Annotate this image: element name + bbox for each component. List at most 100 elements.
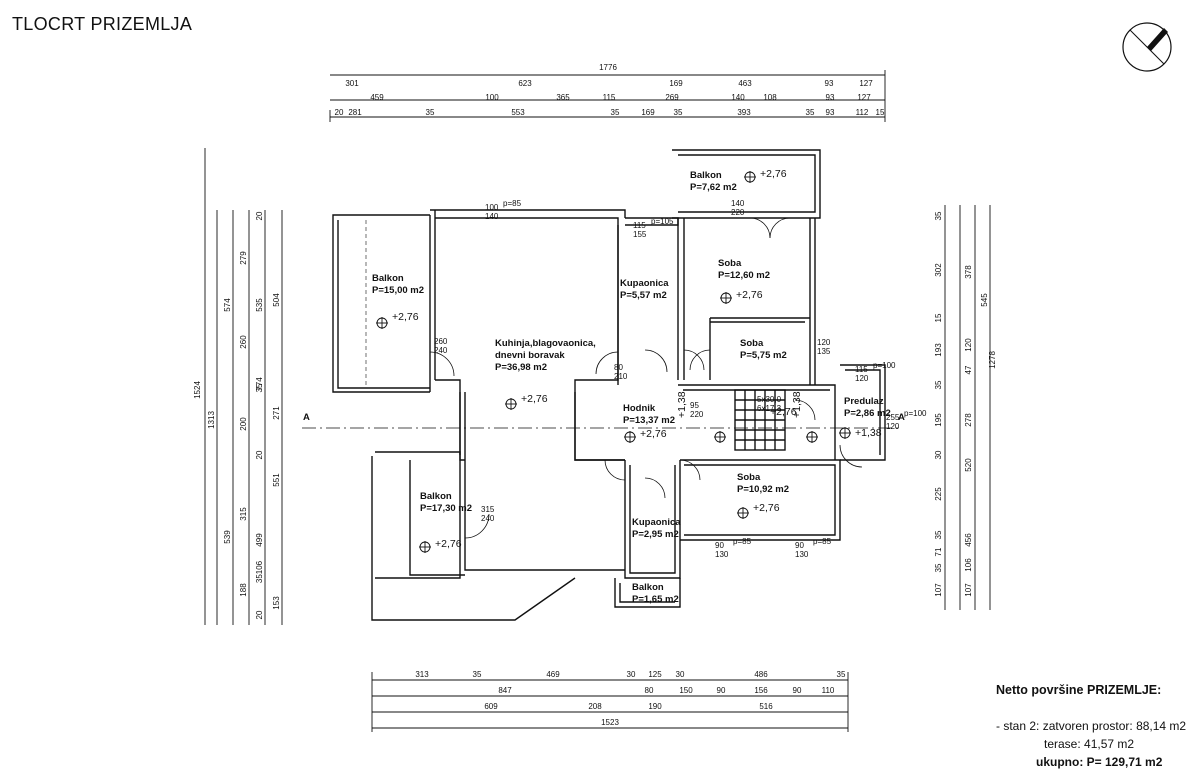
page-title: TLOCRT PRIZEMLJA: [12, 14, 193, 34]
dim-left-b: 188: [239, 583, 248, 597]
dim-left-e: 20: [255, 450, 264, 459]
summary-line-closed: - stan 2: zatvoren prostor: 88,14 m2: [996, 719, 1187, 733]
dim-top-row3: 169: [641, 108, 655, 117]
dim-total-left: 1524: [193, 381, 202, 399]
dim-right-b: 107: [964, 583, 973, 597]
room-area: P=7,62 m2: [690, 182, 737, 193]
opening-width: 95: [690, 401, 699, 410]
dim-top-row1: 623: [518, 79, 532, 88]
opening-width: 80: [614, 363, 623, 372]
opening-sill: p=100: [873, 361, 896, 370]
dim-bottom-row1: 30: [676, 670, 685, 679]
dim-bottom-row3: 609: [484, 702, 498, 711]
opening-height: 210: [614, 372, 628, 381]
dim-bottom-row2: 90: [793, 686, 802, 695]
dim-left-d: 271: [272, 406, 281, 420]
room-name: Soba: [718, 258, 742, 269]
dim-bottom-row3: 190: [648, 702, 662, 711]
dim-top-row2: 108: [763, 93, 777, 102]
level-label: +2,76: [770, 406, 797, 418]
dim-bottom-row1: 30: [627, 670, 636, 679]
dim-total-top: 1776: [599, 63, 617, 72]
dim-top-row1: 463: [738, 79, 752, 88]
opening-width: 90: [715, 541, 724, 550]
dim-right-b: 278: [964, 413, 973, 427]
opening-width: 115: [855, 365, 868, 374]
dim-sub-left: 1313: [207, 411, 216, 429]
dim-top-row3: 553: [511, 108, 525, 117]
dim-top-row3: 393: [737, 108, 751, 117]
dim-top-row2: 365: [556, 93, 570, 102]
room-name: Kuhinja,blagovaonica,: [495, 338, 596, 349]
opening-height: 130: [715, 550, 729, 559]
opening-width: 90: [795, 541, 804, 550]
dim-bottom-row1: 125: [648, 670, 662, 679]
dim-left-b: 279: [239, 251, 248, 265]
opening-width: 315: [481, 505, 495, 514]
room-name: Balkon: [420, 491, 452, 502]
dim-top-row3: 93: [826, 108, 835, 117]
opening-width: 120: [817, 338, 831, 347]
level-label: +2,76: [736, 289, 763, 301]
room-name: Balkon: [690, 170, 722, 181]
dim-top-row3: 20: [335, 108, 344, 117]
north-arrow-icon: [1122, 22, 1172, 72]
room-name: Kupaonica: [632, 517, 681, 528]
level-label: +2,76: [640, 428, 667, 440]
dim-top-row1: 169: [669, 79, 683, 88]
dim-left-a: 574: [223, 298, 232, 312]
room-name: Predulaz: [844, 396, 884, 407]
opening-height: 220: [731, 208, 745, 217]
room-area: P=13,37 m2: [623, 415, 675, 426]
section-marker-left: A: [303, 412, 310, 423]
room-name: Hodnik: [623, 403, 656, 414]
dim-top-row3: 35: [674, 108, 683, 117]
dim-top-row1: 301: [345, 79, 359, 88]
dim-bottom-row1: 35: [837, 670, 846, 679]
room-name: Soba: [737, 472, 761, 483]
dim-top-row1: 93: [825, 79, 834, 88]
opening-height: 120: [855, 374, 869, 383]
level-label: +1,38: [676, 391, 688, 418]
dim-top-row3: 35: [611, 108, 620, 117]
dim-bottom-row2: 847: [498, 686, 512, 695]
opening-height: 120: [886, 422, 900, 431]
level-label: +1,38: [855, 427, 882, 439]
dim-right-c: 545: [980, 293, 989, 307]
dim-bottom-row2: 110: [822, 686, 835, 695]
dim-bottom-row2: 90: [717, 686, 726, 695]
summary-line-terraces: terase: 41,57 m2: [1044, 737, 1135, 751]
dim-top-row2: 269: [665, 93, 679, 102]
dim-total-bottom: 1523: [601, 718, 619, 727]
dim-right-a: 35: [934, 211, 943, 220]
summary-line-total: ukupno: P= 129,71 m2: [1036, 755, 1163, 769]
level-label: +2,76: [753, 502, 780, 514]
dim-left-e: 35: [255, 383, 264, 392]
room-area: P=2,95 m2: [632, 529, 679, 540]
dim-right-b: 47: [964, 365, 973, 374]
dim-top-row2: 93: [826, 93, 835, 102]
dim-right-a: 193: [934, 343, 943, 357]
opening-sill: p=85: [733, 537, 752, 546]
dim-right-a: 302: [934, 263, 943, 277]
dim-left-c: 535: [255, 298, 264, 312]
stair-label: 6x17,3: [757, 404, 782, 413]
dim-bottom-row1: 35: [473, 670, 482, 679]
dim-bottom-row2: 156: [754, 686, 768, 695]
dim-top-row3: 112: [856, 108, 869, 117]
opening-height: 240: [434, 346, 448, 355]
level-label: +2,76: [521, 393, 548, 405]
dim-top-row3: 15: [876, 108, 885, 117]
level-label: +2,76: [392, 311, 419, 323]
room-area: P=1,65 m2: [632, 594, 679, 605]
area-summary: Netto površine PRIZEMLJE: - stan 2: zatv…: [996, 683, 1196, 769]
dim-right-a: 71: [934, 547, 943, 556]
room-area: P=17,30 m2: [420, 503, 472, 514]
dim-right-a: 195: [934, 413, 943, 427]
level-label: +2,76: [435, 538, 462, 550]
dim-right-a: 30: [934, 450, 943, 459]
dim-right-a: 35: [934, 380, 943, 389]
dim-top-row1: 127: [859, 79, 873, 88]
opening-width: 255: [886, 413, 900, 422]
